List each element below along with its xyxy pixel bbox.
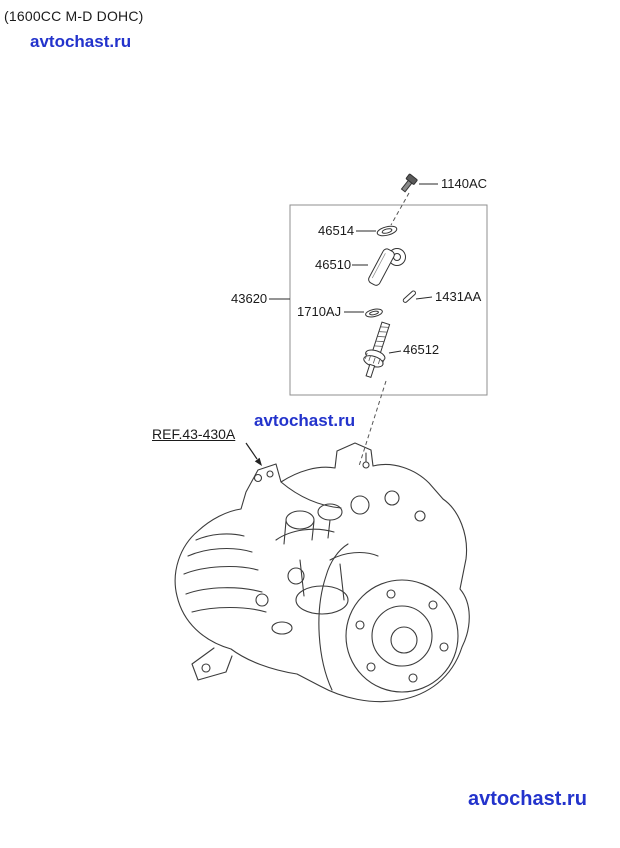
washer-46514 bbox=[376, 225, 398, 237]
callout-43620: 43620 bbox=[231, 291, 268, 306]
ref-43-430a-link[interactable]: REF.43-430A bbox=[152, 426, 236, 442]
callout-1140ac: 1140AC bbox=[441, 176, 488, 191]
watermark-top-link[interactable]: avtochast.ru bbox=[30, 32, 132, 51]
assembly-axis-dashed-lines bbox=[358, 192, 410, 467]
transmission-drawing bbox=[174, 442, 470, 703]
sleeve-46510 bbox=[368, 248, 406, 286]
bolt-1140ac bbox=[400, 173, 418, 193]
watermark-bottom-link[interactable]: avtochast.ru bbox=[468, 788, 587, 810]
callout-leader-lines bbox=[269, 183, 438, 354]
ref-arrow bbox=[245, 442, 262, 466]
gear-shaft-46512 bbox=[363, 321, 391, 378]
pin-1431aa bbox=[402, 290, 416, 303]
callout-1431aa: 1431AA bbox=[435, 289, 482, 304]
watermark-middle-link[interactable]: avtochast.ru bbox=[254, 411, 356, 430]
callout-46512: 46512 bbox=[403, 342, 440, 357]
callout-1710aj: 1710AJ bbox=[297, 304, 342, 319]
callout-46510: 46510 bbox=[315, 257, 352, 272]
callout-46514: 46514 bbox=[318, 223, 355, 238]
o-ring-1710aj bbox=[365, 308, 383, 318]
engine-code-label: (1600CC M-D DOHC) bbox=[4, 8, 144, 24]
part-group-box bbox=[289, 204, 488, 396]
